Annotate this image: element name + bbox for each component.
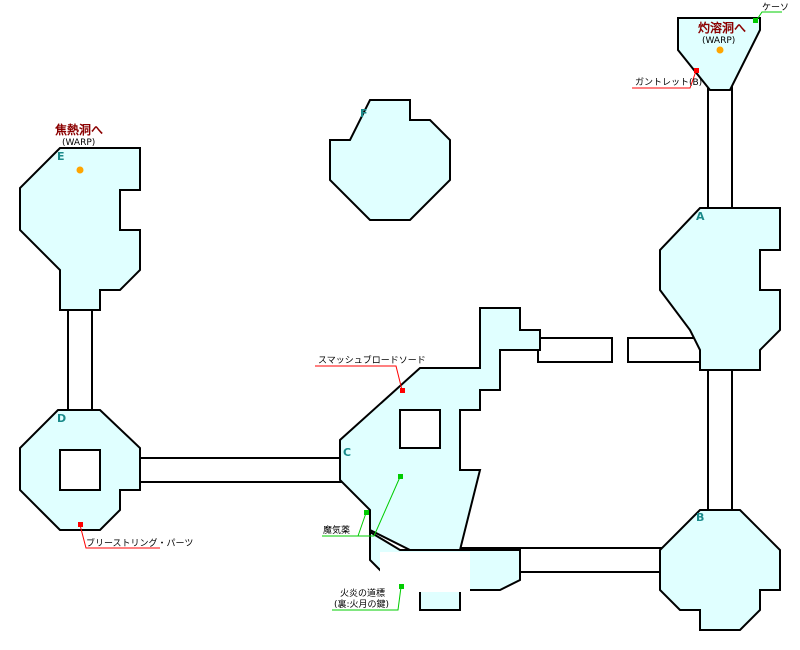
item-text-makiyaku: 魔気薬 xyxy=(323,524,350,536)
warp-sub-top: (WARP) xyxy=(702,36,735,46)
corridor-a-b xyxy=(707,367,733,513)
item-line-gauntlet xyxy=(632,70,697,89)
item-text-signpost-sub: (裏:火月の鍵) xyxy=(334,598,389,610)
c-lower-void xyxy=(380,552,470,592)
item-marker-makiyaku-1 xyxy=(398,474,403,479)
pillar-d xyxy=(59,449,101,491)
item-marker-keso xyxy=(753,18,758,23)
warp-point-e xyxy=(76,166,84,174)
item-marker-gauntlet xyxy=(694,68,699,73)
warp-points: 焦熱洞へ (WARP) 灼溶洞へ (WARP) xyxy=(54,20,746,174)
room-labels: A B C D E F xyxy=(57,107,705,524)
item-text-sword: スマッシュブロードソード xyxy=(318,354,426,366)
warp-title-top: 灼溶洞へ xyxy=(698,20,746,35)
item-text-keso: ケーソ xyxy=(762,2,789,13)
room-label-b: B xyxy=(696,511,704,524)
item-line-parts xyxy=(79,524,160,549)
item-marker-makiyaku-2 xyxy=(364,510,369,515)
item-callouts: ケーソ ガントレット(B) スマッシュブロードソード 魔気薬 ブリーストリング・… xyxy=(78,2,789,611)
corridor-d-c xyxy=(137,457,344,483)
room-label-f: F xyxy=(360,107,368,120)
item-line-makiyaku-2 xyxy=(357,512,367,537)
item-line-sword xyxy=(315,365,403,391)
room-e xyxy=(19,147,141,311)
item-marker-signpost xyxy=(399,584,404,589)
item-text-gauntlet: ガントレット(B) xyxy=(635,77,702,88)
item-marker-parts xyxy=(78,522,83,527)
warp-sub-e: (WARP) xyxy=(62,138,95,148)
corridor-a-stub xyxy=(627,337,701,363)
room-label-a: A xyxy=(696,210,705,223)
warp-point-top xyxy=(716,46,724,54)
item-marker-sword xyxy=(400,388,405,393)
room-label-e: E xyxy=(57,150,65,163)
item-line-keso xyxy=(755,11,782,22)
room-b xyxy=(659,509,781,631)
room-label-d: D xyxy=(57,412,66,425)
room-f xyxy=(329,99,451,221)
item-line-signpost xyxy=(332,586,402,611)
corridor-e-d xyxy=(67,307,93,413)
corridor-warp-a xyxy=(707,84,733,212)
warp-title-e: 焦熱洞へ xyxy=(54,122,103,137)
room-a xyxy=(659,207,781,371)
item-line-makiyaku-1 xyxy=(322,476,401,537)
item-text-signpost: 火炎の道標 xyxy=(340,587,385,599)
pillar-c xyxy=(399,409,441,449)
room-label-c: C xyxy=(343,446,351,459)
corridor-c-stub xyxy=(537,337,613,363)
item-text-parts: ブリーストリング・パーツ xyxy=(86,537,193,549)
